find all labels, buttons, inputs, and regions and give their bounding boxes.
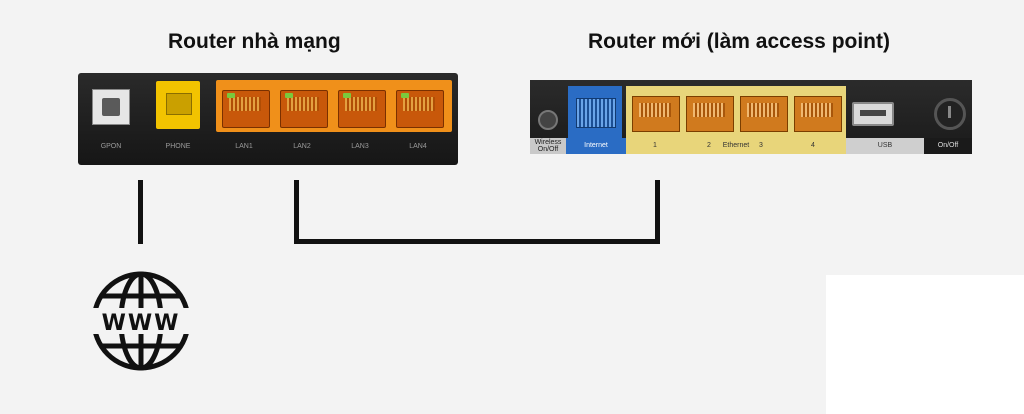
- eth2-label: 2: [707, 142, 711, 149]
- ethernet1-port: [632, 96, 680, 132]
- www-globe-icon: WWW: [90, 271, 192, 371]
- lan3-label: LAN3: [351, 143, 369, 150]
- usb-strip: [846, 138, 924, 154]
- wireless-strip: [530, 138, 566, 154]
- phone-port: [156, 81, 200, 129]
- lan-cable-right-drop: [655, 180, 660, 244]
- ethernet-port-group: [626, 86, 846, 138]
- onoff-strip: [924, 138, 972, 154]
- lan-port-group: [216, 80, 452, 132]
- new-router: Wireless On/Off Internet 1 2 Ethernet 3 …: [530, 80, 972, 154]
- new-router-title: Router mới (làm access point): [588, 30, 890, 53]
- usb-label: USB: [877, 142, 893, 149]
- usb-port: [852, 102, 894, 126]
- lan2-port: [280, 90, 328, 128]
- internet-strip: [566, 138, 626, 154]
- ethernet4-port: [794, 96, 842, 132]
- eth3-label: 3: [759, 142, 763, 149]
- isp-router: GPON PHONE LAN1 LAN2 LAN3 LAN4: [78, 73, 458, 165]
- onoff-label: On/Off: [937, 142, 959, 149]
- gpon-port: [92, 89, 130, 125]
- ethernet2-port: [686, 96, 734, 132]
- gpon-label: GPON: [100, 143, 122, 150]
- eth4-label: 4: [811, 142, 815, 149]
- power-button-icon: [934, 98, 966, 130]
- ethernet-strip: [626, 138, 846, 154]
- phone-label: PHONE: [165, 143, 191, 150]
- lan3-port: [338, 90, 386, 128]
- lan1-port: [222, 90, 270, 128]
- lan4-label: LAN4: [409, 143, 427, 150]
- ethernet-label: Ethernet: [722, 142, 750, 149]
- lan2-label: LAN2: [293, 143, 311, 150]
- globe-text: WWW: [102, 311, 181, 336]
- lan4-port: [396, 90, 444, 128]
- lan1-label: LAN1: [235, 143, 253, 150]
- lan-cable-left-drop: [294, 180, 299, 244]
- ethernet3-port: [740, 96, 788, 132]
- eth1-label: 1: [653, 142, 657, 149]
- lan-cable-bottom: [294, 239, 660, 244]
- internet-label: Internet: [584, 142, 608, 149]
- background-patch: [826, 275, 1024, 414]
- isp-router-title: Router nhà mạng: [168, 30, 341, 53]
- wan-cable: [138, 180, 143, 244]
- wireless-button: [538, 110, 558, 130]
- wireless-label: Wireless On/Off: [534, 139, 562, 153]
- internet-port: [568, 86, 622, 138]
